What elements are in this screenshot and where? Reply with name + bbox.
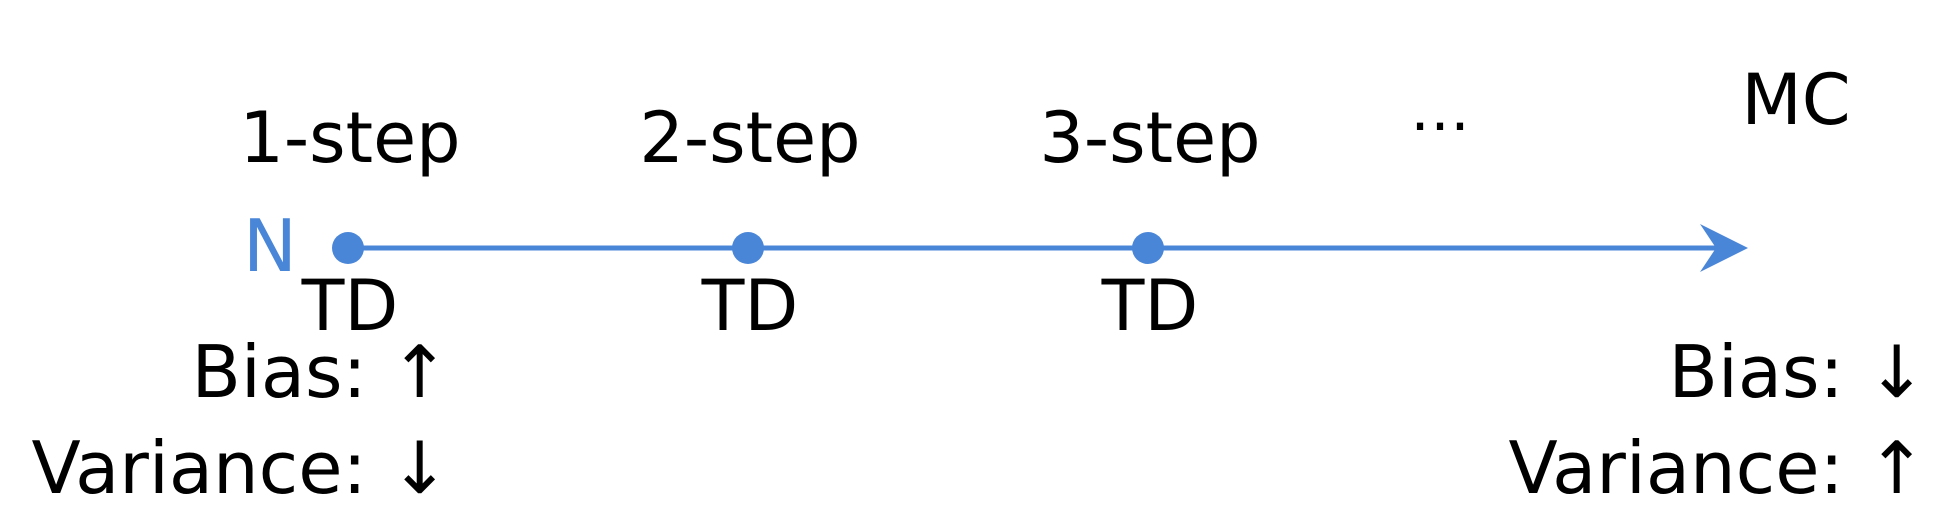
axis-point-2 (732, 232, 764, 264)
step-label-1-line1: 1-step (239, 97, 461, 179)
left-bias-label: Bias: ↑ (191, 330, 450, 414)
step-label-1-line2: TD (301, 265, 399, 347)
step-label-2-line2: TD (701, 265, 799, 347)
left-variance-label: Variance: ↓ (31, 426, 451, 510)
axis-point-1 (332, 232, 364, 264)
axis-point-3 (1132, 232, 1164, 264)
step-label-3-line2: TD (1101, 265, 1199, 347)
axis-arrowhead (1700, 224, 1748, 272)
step-label-3-line1: 3-step (1039, 97, 1261, 179)
axis-label-n: N (243, 204, 297, 288)
ellipsis: … (1410, 75, 1470, 145)
step-label-3: 3-step TD (990, 12, 1310, 348)
step-label-1: 1-step TD (190, 12, 510, 348)
mc-label: MC (1741, 59, 1851, 141)
right-bias-label: Bias: ↓ (1668, 330, 1927, 414)
step-label-2-line1: 2-step (639, 97, 861, 179)
step-label-2: 2-step TD (590, 12, 910, 348)
right-variance-label: Variance: ↑ (1508, 426, 1928, 510)
